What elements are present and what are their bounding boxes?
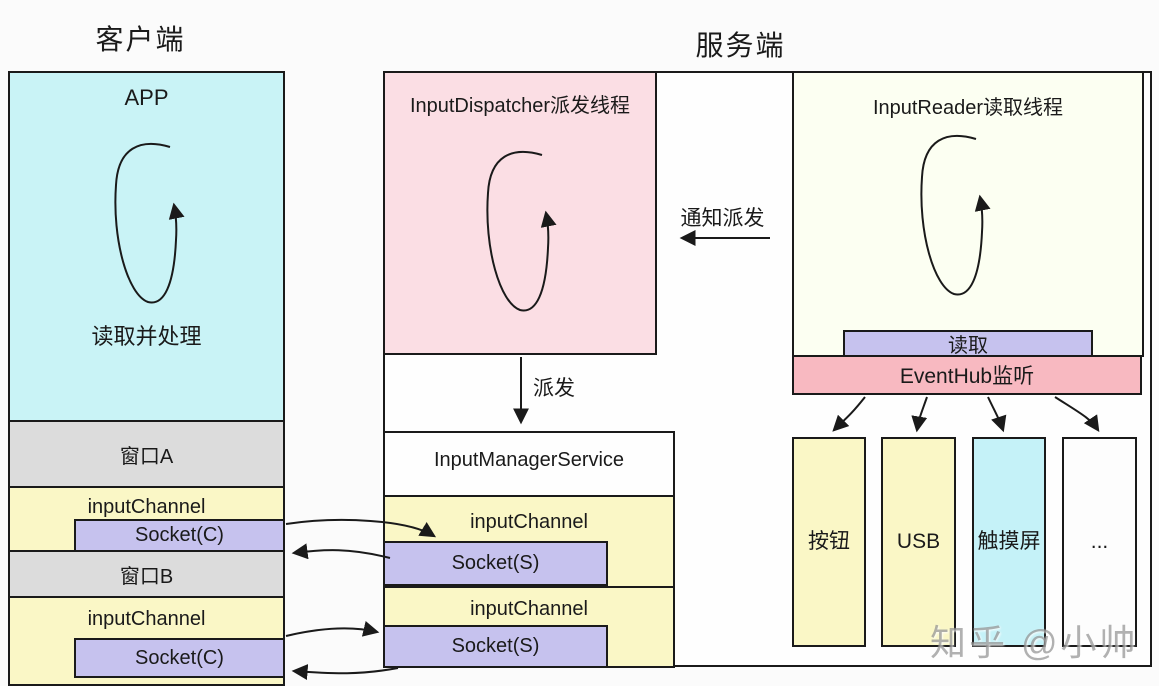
eventhub-box: EventHub监听 bbox=[792, 355, 1142, 395]
socket2-client-to-server-arrow bbox=[285, 621, 380, 637]
app-box: APP 读取并处理 bbox=[8, 71, 285, 422]
ims-box: InputManagerService bbox=[383, 431, 675, 497]
reader-box: InputReader读取线程 bbox=[792, 71, 1144, 357]
server-socket2-box: Socket(S) bbox=[383, 625, 608, 668]
dispatch-label: 派发 bbox=[533, 377, 575, 400]
server-channel1-label: inputChannel bbox=[470, 511, 588, 533]
dispatcher-title: InputDispatcher派发线程 bbox=[409, 95, 631, 117]
device-ellipsis-box: ... bbox=[1062, 437, 1137, 647]
window-a-box: 窗口A bbox=[8, 420, 285, 488]
server-socket1-box: Socket(S) bbox=[383, 541, 608, 586]
client-channel1-label: inputChannel bbox=[87, 496, 206, 518]
client-header: 客户端 bbox=[95, 24, 186, 55]
app-title: APP bbox=[124, 85, 169, 110]
window-b-box: 窗口B bbox=[8, 550, 285, 598]
dispatcher-box: InputDispatcher派发线程 bbox=[383, 71, 657, 355]
socket1-server-to-client-arrow bbox=[291, 543, 391, 560]
app-loop-label: 读取并处理 bbox=[91, 324, 202, 349]
reader-title: InputReader读取线程 bbox=[872, 97, 1064, 119]
client-socket2-box: Socket(C) bbox=[74, 638, 285, 678]
client-channel2-label: inputChannel bbox=[87, 608, 206, 630]
server-channel2-label: inputChannel bbox=[470, 598, 588, 620]
device-usb-box: USB bbox=[881, 437, 956, 647]
client-socket1-box: Socket(C) bbox=[74, 519, 285, 552]
read-box: 读取 bbox=[843, 330, 1093, 357]
device-button-box: 按钮 bbox=[792, 437, 866, 647]
notify-dispatch-label: 通知派发 bbox=[680, 207, 765, 230]
socket2-server-to-client-arrow bbox=[291, 664, 399, 680]
watermark: 知乎 @小帅 bbox=[930, 622, 1139, 663]
device-touchscreen-box: 触摸屏 bbox=[972, 437, 1046, 647]
server-header: 服务端 bbox=[695, 30, 786, 61]
